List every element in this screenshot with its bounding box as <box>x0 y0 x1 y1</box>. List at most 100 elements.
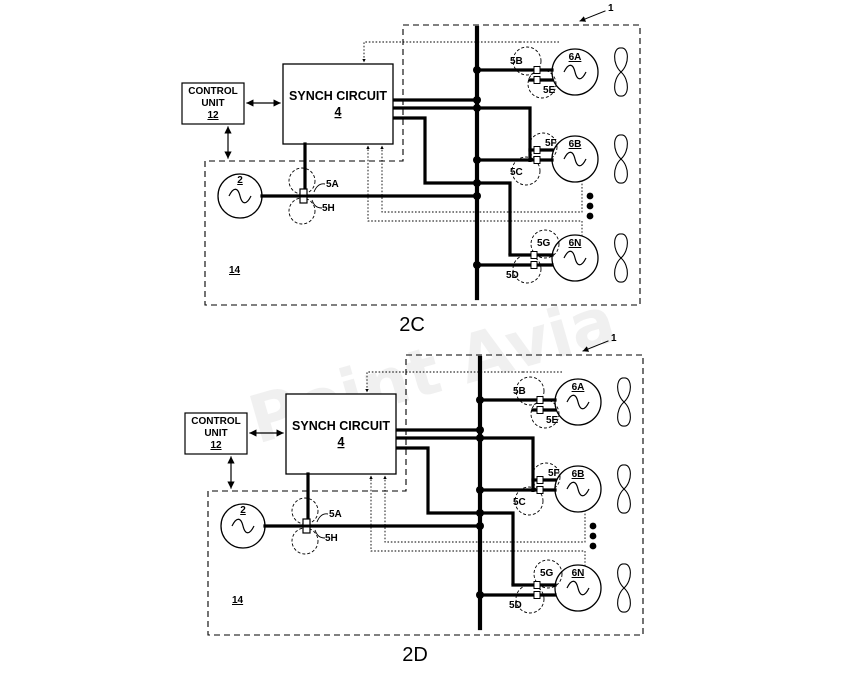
motor-6A-switch-lower-label: 5E <box>543 85 556 96</box>
propeller-blade-lower <box>617 587 631 613</box>
control-unit-line1: CONTROL <box>188 86 237 97</box>
motor-6B-switch-upper-label: 5F <box>545 138 557 149</box>
motor-6B-label: 6B <box>572 469 585 480</box>
continuation-dot-3 <box>586 212 594 220</box>
motor-6B-switch-upper <box>536 476 544 484</box>
motor-6A-switch-zone-lower <box>527 69 557 99</box>
motor-6N-switch-upper <box>533 581 541 589</box>
motor-6B-switch-lower-label: 5C <box>513 497 526 508</box>
motor-6B-propeller-icon <box>617 464 631 514</box>
motor-6A-switch-zone-upper <box>512 46 542 76</box>
motor-6N-switch-zone-upper <box>530 229 560 259</box>
motor-6N-propeller-icon <box>614 233 628 283</box>
synch-circuit-title: SYNCH CIRCUIT <box>292 419 390 433</box>
motor-6A-sine-icon <box>563 64 587 80</box>
main-switch-leader-bottom <box>314 529 326 539</box>
motor-6N-switch-upper-label: 5G <box>540 568 554 579</box>
junction-synch-out-2 <box>476 434 484 442</box>
sense-line-mid <box>380 145 583 213</box>
control-unit-box <box>181 82 245 125</box>
sense-line-bottom <box>366 145 583 260</box>
region-ref-label: 14 <box>229 265 241 276</box>
figure-caption: 2C <box>399 314 425 336</box>
region-ref-label: 14 <box>232 595 244 606</box>
propeller-blade-lower <box>614 158 628 184</box>
motor-6A-switch-lower-label: 5E <box>546 415 559 426</box>
motor-6A-switch-lower <box>536 406 544 414</box>
motor-6A-propeller-icon <box>614 47 628 97</box>
synch-output-2 <box>396 436 535 492</box>
main-switch-label-bottom: 5H <box>322 203 335 214</box>
sense-line-mid <box>383 475 586 543</box>
motor-6B-label: 6B <box>569 139 582 150</box>
propeller-blade-upper <box>614 47 628 73</box>
motor-6B-switch-lower <box>533 156 541 164</box>
control-unit-ref: 12 <box>210 440 222 451</box>
motor-6A-switch-upper-label: 5B <box>510 56 523 67</box>
synch-circuit-box <box>282 63 394 145</box>
main-switch-leader-top <box>313 183 326 193</box>
control-unit-box <box>184 412 248 455</box>
main-switch-label-bottom: 5H <box>325 533 338 544</box>
motor-6A-label: 6A <box>572 382 585 393</box>
synch-circuit-ref: 4 <box>335 105 342 119</box>
system-boundary-1 <box>204 24 641 306</box>
motor-6A-switch-upper <box>536 396 544 404</box>
synch-output-3 <box>396 446 515 585</box>
sense-line-top <box>365 371 523 393</box>
continuation-dot-1 <box>589 522 597 530</box>
motor-6N-bus-junction <box>473 261 481 269</box>
main-switch-label-top: 5A <box>326 179 339 190</box>
sense-line-top <box>362 41 520 63</box>
motor-6N-propeller-icon <box>617 563 631 613</box>
synch-circuit-ref: 4 <box>338 435 345 449</box>
main-switch-leader-bottom <box>311 199 323 209</box>
motor-6A-switch-zone-upper <box>515 376 545 406</box>
propeller-blade-upper <box>617 377 631 403</box>
motor-6A-label: 6A <box>569 52 582 63</box>
motor-6N-label: 6N <box>569 238 582 249</box>
motor-6B-switch-upper <box>533 146 541 154</box>
continuation-dot-2 <box>586 202 594 210</box>
system-ref-leader <box>582 340 609 352</box>
system-ref-label: 1 <box>608 3 614 14</box>
propeller-blade-lower <box>617 401 631 427</box>
motor-6A-switch-upper-label: 5B <box>513 386 526 397</box>
synch-circuit-box <box>285 393 397 475</box>
motor-6N-sine-icon <box>563 250 587 266</box>
motor-6A-sine-icon <box>566 394 590 410</box>
junction-synch-out-1 <box>473 96 481 104</box>
propeller-blade-upper <box>614 233 628 259</box>
motor-6N-switch-upper <box>530 251 538 259</box>
motor-6A-switch-zone-lower <box>530 399 560 429</box>
figure-caption: 2D <box>402 644 428 666</box>
propeller-blade-upper <box>617 563 631 589</box>
motor-6A-propeller-icon <box>617 377 631 427</box>
motor-6N-switch-lower <box>533 591 541 599</box>
motor-6N-switch-lower-label: 5D <box>506 270 519 281</box>
synch-output-3 <box>393 116 512 255</box>
system-boundary-1 <box>207 354 644 636</box>
motor-6N-switch-zone-upper <box>533 559 563 589</box>
motor-6N-switch-zone-lower <box>515 584 545 614</box>
motor-6B-sine-icon <box>563 151 587 167</box>
motor-6N-switch-zone-lower <box>512 254 542 284</box>
motor-6B-switch-upper-label: 5F <box>548 468 560 479</box>
continuation-dot-1 <box>586 192 594 200</box>
continuation-dot-2 <box>589 532 597 540</box>
motor-6B-bus-junction <box>476 486 484 494</box>
junction-synch-out-1 <box>476 426 484 434</box>
propeller-blade-lower <box>614 257 628 283</box>
control-unit-line2: UNIT <box>201 98 224 109</box>
motor-6A-bus-junction <box>473 66 481 74</box>
source-sine-icon <box>228 188 252 204</box>
source-ref-label: 2 <box>237 175 243 186</box>
junction-synch-out-3 <box>476 509 484 517</box>
motor-6N-label: 6N <box>572 568 585 579</box>
motor-6A-switch-lower <box>533 76 541 84</box>
motor-6B-bus-junction <box>473 156 481 164</box>
system-ref-leader <box>579 10 606 22</box>
control-unit-ref: 12 <box>207 110 219 121</box>
